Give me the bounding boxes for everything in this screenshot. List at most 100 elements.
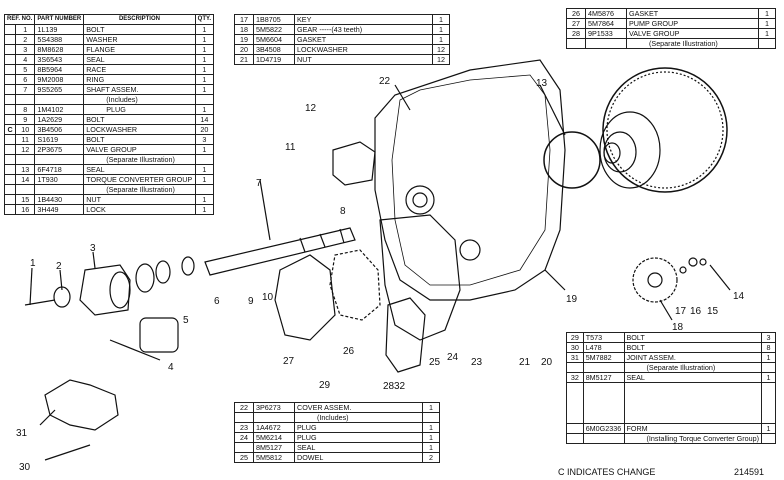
part-number: 6F4718 (34, 164, 85, 175)
ref-number: 26 (566, 8, 586, 19)
part-number: 5M7864 (585, 18, 627, 29)
ref-number: 10 (15, 124, 36, 135)
part-number: 1B8705 (253, 14, 295, 25)
ref-number (15, 184, 36, 195)
ref-number: 5 (15, 64, 36, 75)
quantity: 1 (422, 442, 440, 453)
part-description: PLUG (294, 432, 423, 443)
part-description: BOLT (83, 114, 196, 125)
part-description: FLANGE (83, 44, 196, 55)
part-number: 3S6543 (34, 54, 85, 65)
part-number: 4M5876 (585, 8, 627, 19)
ref-number: 21 (234, 54, 254, 65)
callout-21: 21 (519, 357, 531, 368)
callout-25: 25 (429, 357, 441, 368)
part-description: WASHER (83, 34, 196, 45)
callout-13: 13 (536, 78, 548, 89)
ref-number: 4 (15, 54, 36, 65)
quantity: 12 (432, 54, 450, 65)
quantity: 1 (194, 104, 215, 115)
ref-number: 31 (566, 352, 584, 363)
col-part: PART NUMBER (34, 14, 85, 25)
part-description: FORM (623, 423, 763, 434)
part-number: 2P3675 (34, 144, 85, 155)
table-row: (Separate Illustration) (566, 38, 776, 49)
part-description: (Includes) (83, 94, 196, 105)
ref-number: 8 (15, 104, 36, 115)
change-note: C INDICATES CHANGE (558, 467, 656, 477)
change-mark (3, 44, 17, 55)
part-description: (Separate Illustration) (623, 362, 763, 373)
change-mark (3, 94, 17, 105)
ref-number: 20 (234, 44, 254, 55)
part-description: COVER ASSEM. (294, 402, 423, 413)
ref-number: 12 (15, 144, 36, 155)
ref-number (15, 94, 36, 105)
ref-number: 25 (234, 452, 254, 463)
quantity: 1 (194, 74, 215, 85)
part-description: LOCKWASHER (294, 44, 433, 55)
part-number (582, 362, 625, 373)
ref-number: 16 (15, 204, 36, 215)
callout-24: 24 (447, 352, 459, 363)
part-description: NUT (294, 54, 433, 65)
col-ref: REF. NO. (3, 14, 36, 25)
part-description: GASKET (294, 34, 433, 45)
part-number (34, 154, 85, 165)
change-mark (3, 24, 17, 35)
quantity: 1 (194, 144, 215, 155)
seal-ring (543, 131, 601, 189)
part-description: PLUG (83, 104, 196, 115)
callout-1: 1 (30, 258, 36, 269)
callout-22: 22 (379, 76, 391, 87)
col-qty: QTY. (194, 14, 215, 25)
change-mark: C (3, 124, 17, 135)
quantity: 1 (194, 194, 215, 205)
ref-number: 17 (234, 14, 254, 25)
quantity (194, 184, 215, 195)
ref-number (566, 362, 584, 373)
callout-32: 32 (394, 381, 406, 392)
quantity: 1 (194, 164, 215, 175)
quantity: 1 (194, 174, 215, 185)
part-number: 3P6273 (253, 402, 295, 413)
callout-12: 12 (305, 103, 317, 114)
cover-assembly (379, 214, 461, 341)
part-number: 3B4506 (34, 124, 85, 135)
part-number: L478 (582, 342, 625, 353)
callout-17: 17 (675, 306, 687, 317)
table-row: (Includes) (234, 412, 440, 423)
part-number: 3H449 (34, 204, 85, 215)
ref-number: 30 (566, 342, 584, 353)
change-mark (3, 114, 17, 125)
callout-18: 18 (672, 322, 684, 333)
col-desc: DESCRIPTION (83, 14, 196, 25)
change-mark (3, 74, 17, 85)
ref-number: 3 (15, 44, 36, 55)
ref-number: 15 (15, 194, 36, 205)
quantity: 12 (432, 44, 450, 55)
ref-number: 27 (566, 18, 586, 29)
quantity: 14 (194, 114, 215, 125)
part-description: (Separate Illustration) (83, 184, 196, 195)
callout-4: 4 (168, 362, 174, 373)
table-row: (Includes) (3, 94, 215, 105)
callout-3: 3 (90, 243, 96, 254)
table-row: (Separate Illustration) (566, 362, 776, 373)
callout-8: 8 (340, 206, 346, 217)
quantity (194, 94, 215, 105)
quantity: 2 (422, 452, 440, 463)
part-description: SEAL (294, 442, 423, 453)
